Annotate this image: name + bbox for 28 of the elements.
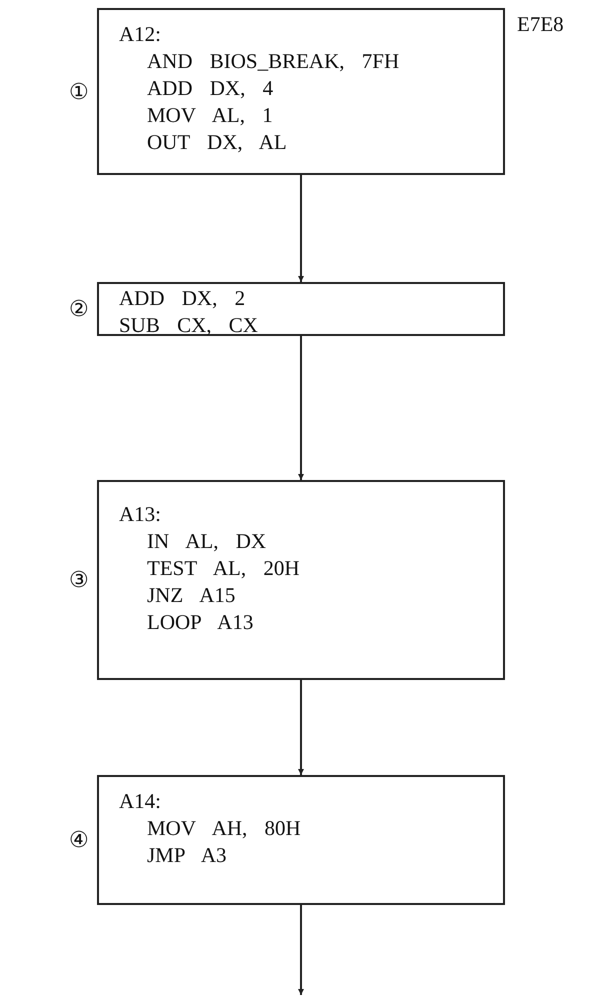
code-block-box [97, 480, 505, 680]
code-line: JMP A3 [147, 843, 227, 868]
code-label: A14: [119, 789, 161, 814]
arrow [298, 680, 304, 775]
step-number: ③ [69, 569, 89, 591]
code-line: TEST AL, 20H [147, 556, 300, 581]
arrow [298, 905, 304, 995]
code-line: OUT DX, AL [147, 130, 287, 155]
code-line: IN AL, DX [147, 529, 266, 554]
code-label: A12: [119, 22, 161, 47]
code-line: MOV AL, 1 [147, 103, 273, 128]
step-number: ② [69, 298, 89, 320]
step-number: ④ [69, 829, 89, 851]
code-line: MOV AH, 80H [147, 816, 301, 841]
code-line: AND BIOS_BREAK, 7FH [147, 49, 400, 74]
step-number: ① [69, 80, 89, 102]
code-line: ADD DX, 2 [119, 286, 246, 311]
code-line: SUB CX, CX [119, 313, 258, 338]
code-line: ADD DX, 4 [147, 76, 274, 101]
code-block-box [97, 282, 505, 336]
code-line: LOOP A13 [147, 610, 254, 635]
code-block-box [97, 775, 505, 905]
arrow [298, 175, 304, 282]
code-block-box [97, 8, 505, 175]
address-label: E7E8 [517, 14, 564, 35]
arrow [298, 336, 304, 480]
code-line: JNZ A15 [147, 583, 236, 608]
code-label: A13: [119, 502, 161, 527]
